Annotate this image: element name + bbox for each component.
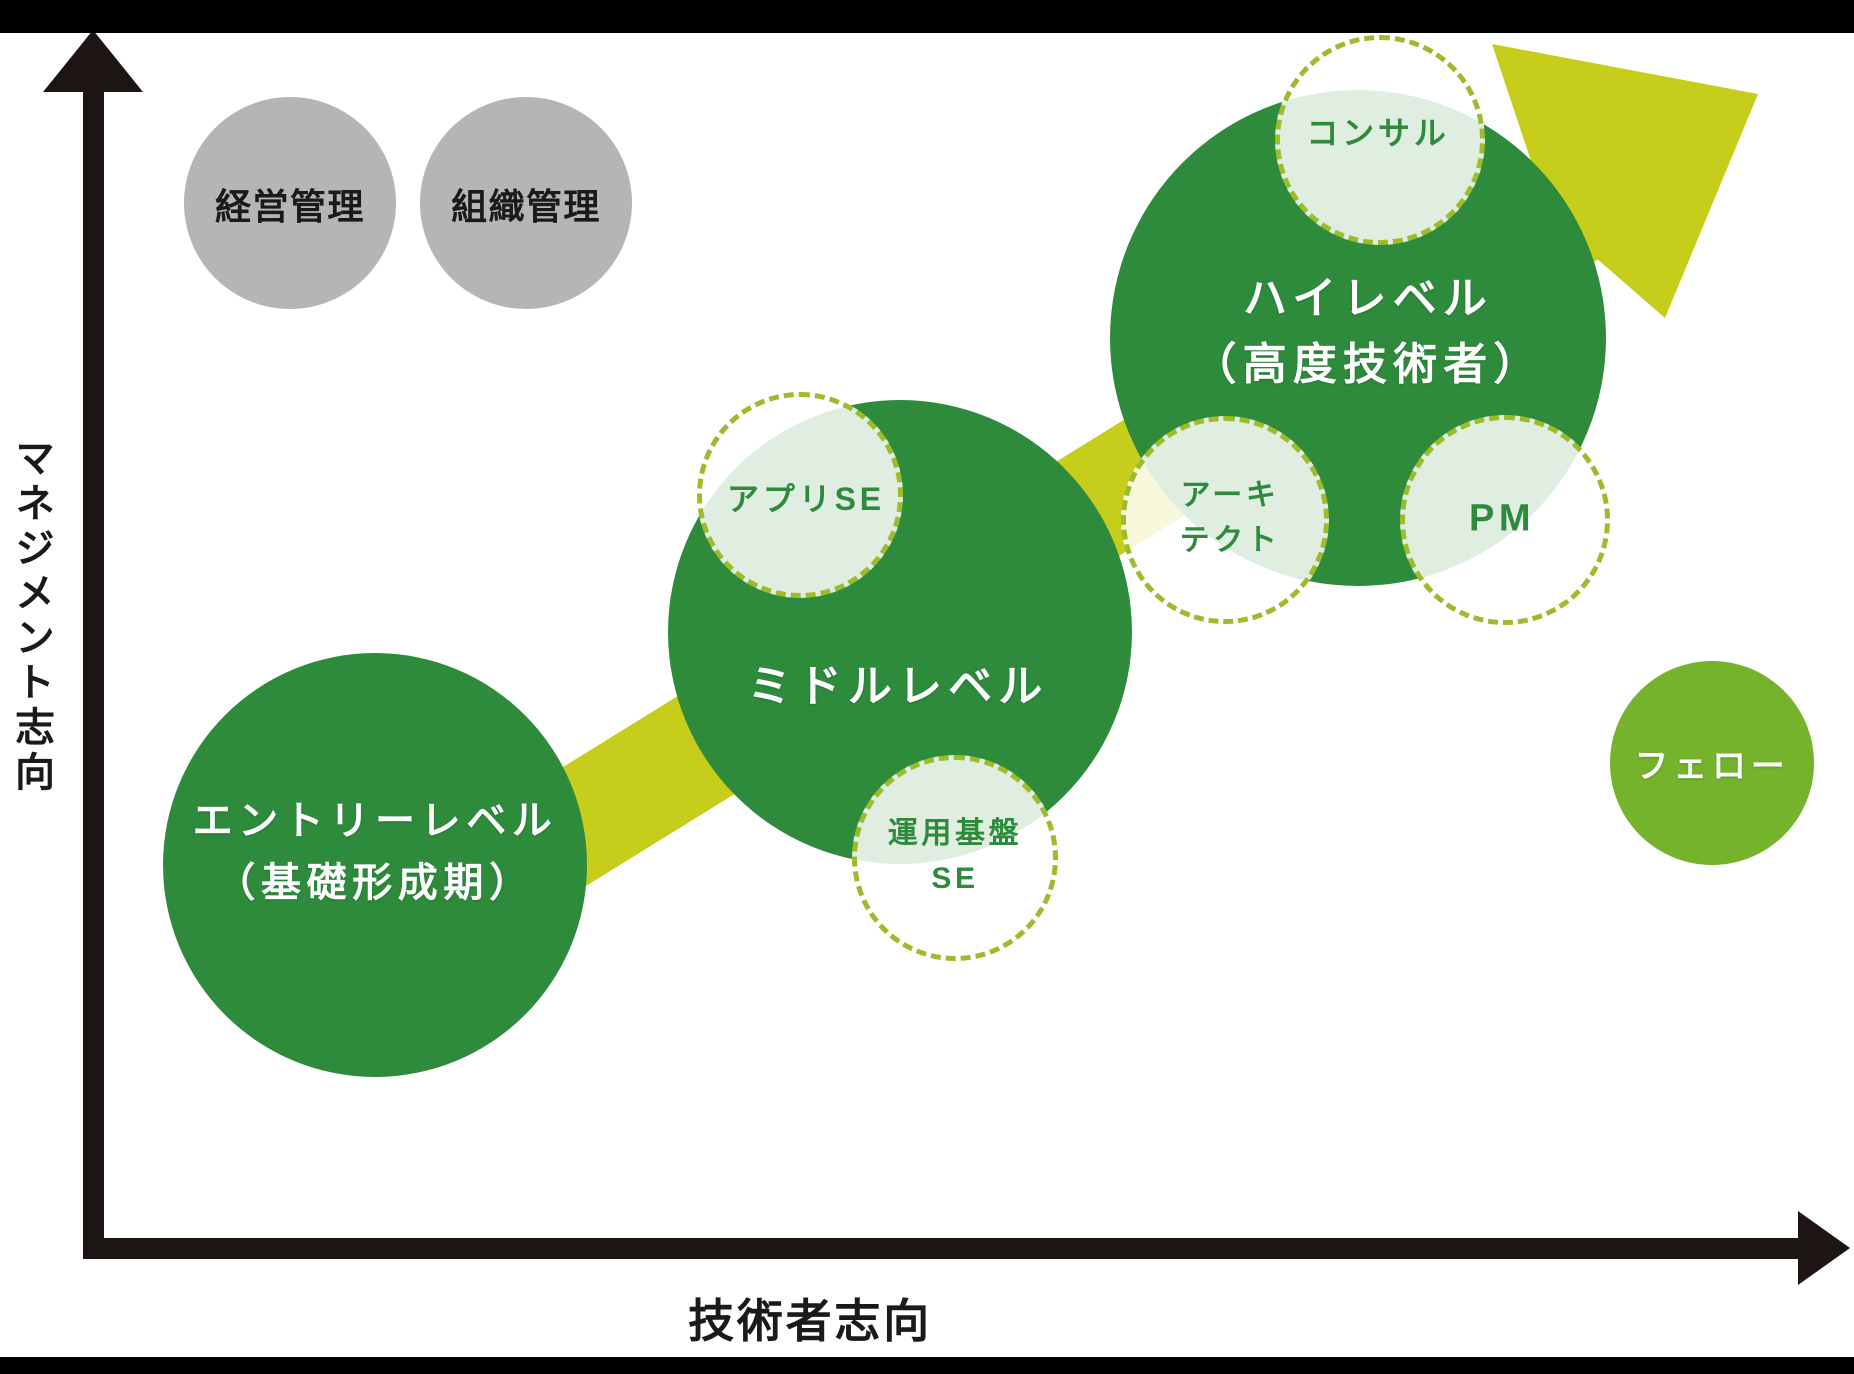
x-axis-arrowhead-icon — [1798, 1211, 1850, 1285]
consultant-label: コンサル — [1306, 115, 1450, 151]
fellow-label: フェロー — [1634, 748, 1790, 786]
middle-level-label: ミドルレベル — [747, 662, 1049, 711]
y-axis-label: マネジメント志向 — [9, 437, 53, 796]
y-axis-arrowhead-icon — [43, 30, 143, 92]
pm-label: PM — [1468, 497, 1536, 540]
bottom-frame-bar — [0, 1357, 1854, 1374]
business-management-circle — [184, 97, 396, 309]
y-axis-line — [83, 88, 104, 1259]
app-se-label: アプリSE — [727, 481, 885, 517]
organization-management-label: 組織管理 — [451, 186, 601, 227]
top-frame-bar — [0, 0, 1854, 33]
business-management-label: 経営管理 — [215, 186, 365, 227]
entry-level-label: エントリーレベル（基礎形成期） — [192, 798, 558, 905]
high-level-label: ハイレベル（高度技術者） — [1192, 274, 1544, 389]
architect-label: アーキテクト — [1179, 479, 1281, 557]
x-axis-line — [83, 1238, 1800, 1259]
fellow-circle — [1610, 661, 1814, 865]
x-axis-label: 技術者志向 — [688, 1295, 932, 1347]
